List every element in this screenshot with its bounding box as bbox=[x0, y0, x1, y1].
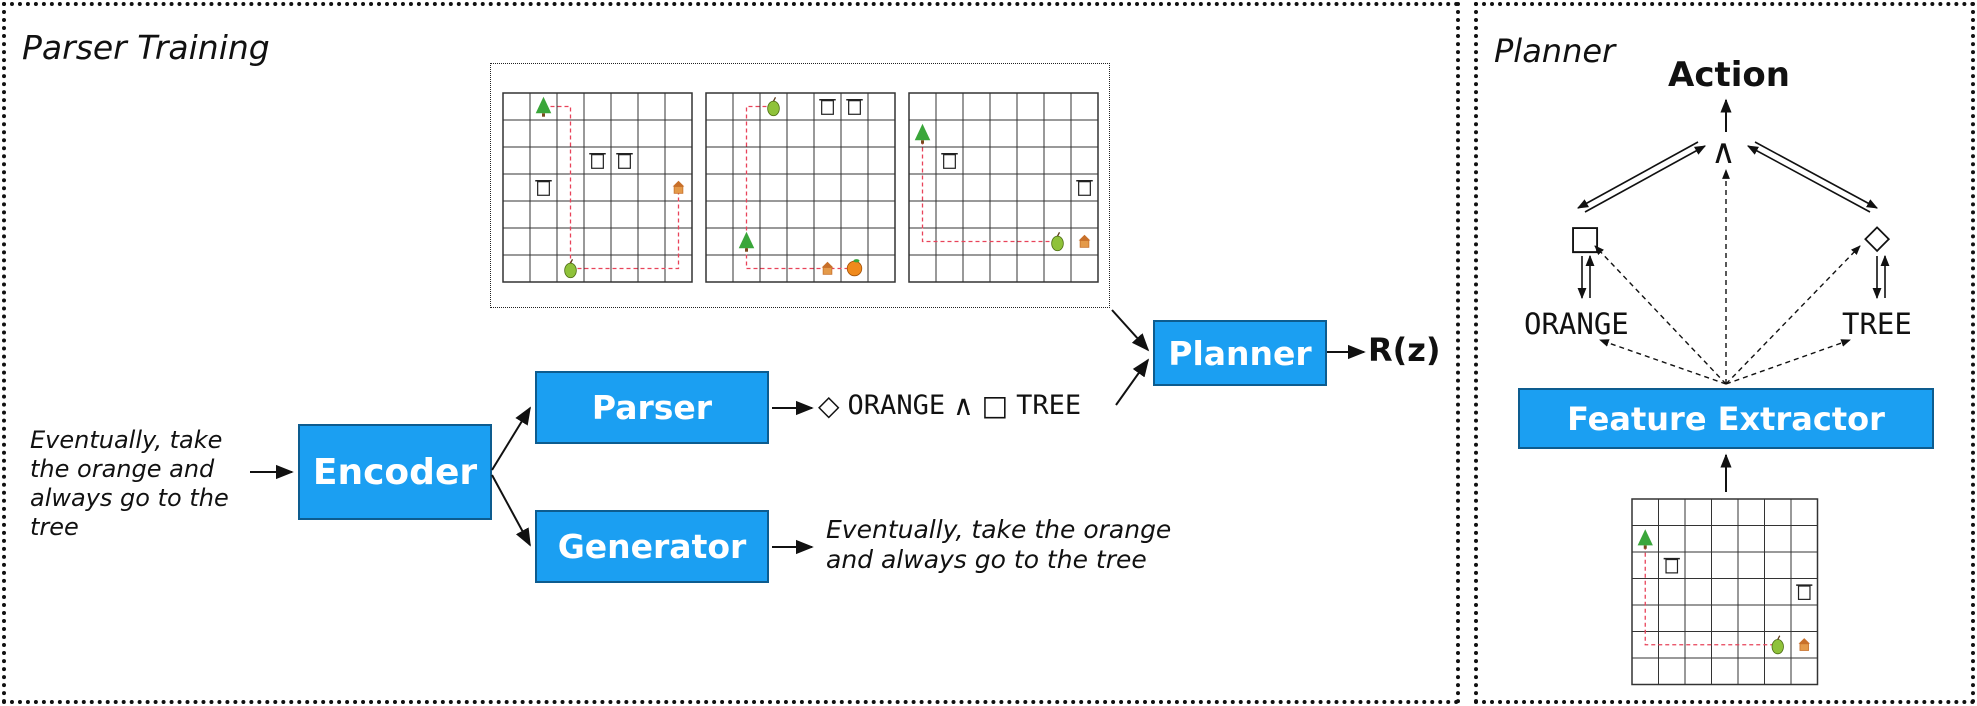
action-label: Action bbox=[1668, 55, 1790, 95]
arrow-encoder-to-parser bbox=[491, 406, 531, 471]
trash-icon bbox=[941, 152, 958, 169]
orange-icon bbox=[846, 259, 863, 277]
ltl-formula: ◇ ORANGE ∧ □ TREE bbox=[818, 389, 1081, 422]
tree-icon bbox=[535, 96, 552, 117]
pear-icon bbox=[564, 258, 577, 279]
trash-icon bbox=[589, 152, 606, 169]
and-operator: ∧ bbox=[953, 389, 974, 422]
example-grid-2 bbox=[705, 92, 896, 283]
orange-proposition: ORANGE bbox=[847, 390, 946, 421]
arrow-encoder-to-generator bbox=[491, 474, 531, 547]
planner-box: Planner bbox=[1153, 320, 1327, 386]
trash-icon bbox=[1076, 179, 1093, 196]
instruction-line: Eventually, take bbox=[30, 426, 223, 454]
parser-box: Parser bbox=[535, 371, 769, 444]
trash-icon bbox=[535, 179, 552, 196]
tree-icon bbox=[914, 123, 931, 144]
planner-tree-label: TREE bbox=[1842, 307, 1912, 341]
eventually-operator: ◇ bbox=[818, 389, 840, 422]
planner-input-grid bbox=[1631, 498, 1819, 686]
house-icon bbox=[1078, 234, 1091, 248]
generated-line: and always go to the tree bbox=[826, 545, 1147, 574]
trash-icon bbox=[846, 98, 863, 115]
tree-proposition: TREE bbox=[1016, 390, 1082, 421]
parser-training-title: Parser Training bbox=[22, 28, 270, 67]
instruction-line: tree bbox=[30, 513, 79, 541]
trash-icon bbox=[1796, 584, 1813, 600]
feature-extractor-box: Feature Extractor bbox=[1518, 388, 1934, 449]
planner-panel-title: Planner bbox=[1494, 32, 1616, 70]
parser-training-panel bbox=[2, 2, 1460, 704]
trash-icon bbox=[1663, 557, 1680, 574]
always-operator: □ bbox=[981, 389, 1009, 422]
example-grid-3 bbox=[908, 92, 1099, 283]
encoder-box: Encoder bbox=[298, 424, 492, 520]
trash-icon bbox=[819, 98, 836, 115]
arrow-grids-to-planner bbox=[1111, 309, 1150, 352]
instruction-line: the orange and bbox=[30, 455, 215, 483]
generated-instruction: Eventually, take the orange and always g… bbox=[826, 515, 1171, 575]
house-icon bbox=[672, 180, 685, 194]
house-icon bbox=[1798, 638, 1810, 651]
planner-panel bbox=[1474, 2, 1975, 704]
reward-label: R(z) bbox=[1368, 331, 1441, 369]
pear-icon bbox=[767, 96, 780, 117]
planner-eventually-operator: ◇ bbox=[1864, 217, 1891, 257]
generator-box: Generator bbox=[535, 510, 769, 583]
instruction-line: always go to the bbox=[30, 484, 229, 512]
tree-icon bbox=[738, 231, 755, 252]
tree-icon bbox=[1637, 529, 1653, 549]
generated-line: Eventually, take the orange bbox=[826, 515, 1172, 544]
example-grids-frame bbox=[490, 63, 1110, 308]
planner-orange-label: ORANGE bbox=[1524, 307, 1629, 341]
planner-and-operator: ∧ bbox=[1711, 132, 1736, 172]
path-trace bbox=[745, 105, 855, 270]
input-instruction: Eventually, take the orange and always g… bbox=[30, 426, 250, 542]
example-grid-1 bbox=[502, 92, 693, 283]
pear-icon bbox=[1771, 635, 1784, 655]
trash-icon bbox=[616, 152, 633, 169]
house-icon bbox=[821, 261, 834, 275]
arrow-formula-to-planner bbox=[1115, 358, 1150, 406]
path-trace bbox=[1644, 538, 1778, 646]
pear-icon bbox=[1051, 231, 1064, 252]
path-trace bbox=[921, 133, 1058, 243]
